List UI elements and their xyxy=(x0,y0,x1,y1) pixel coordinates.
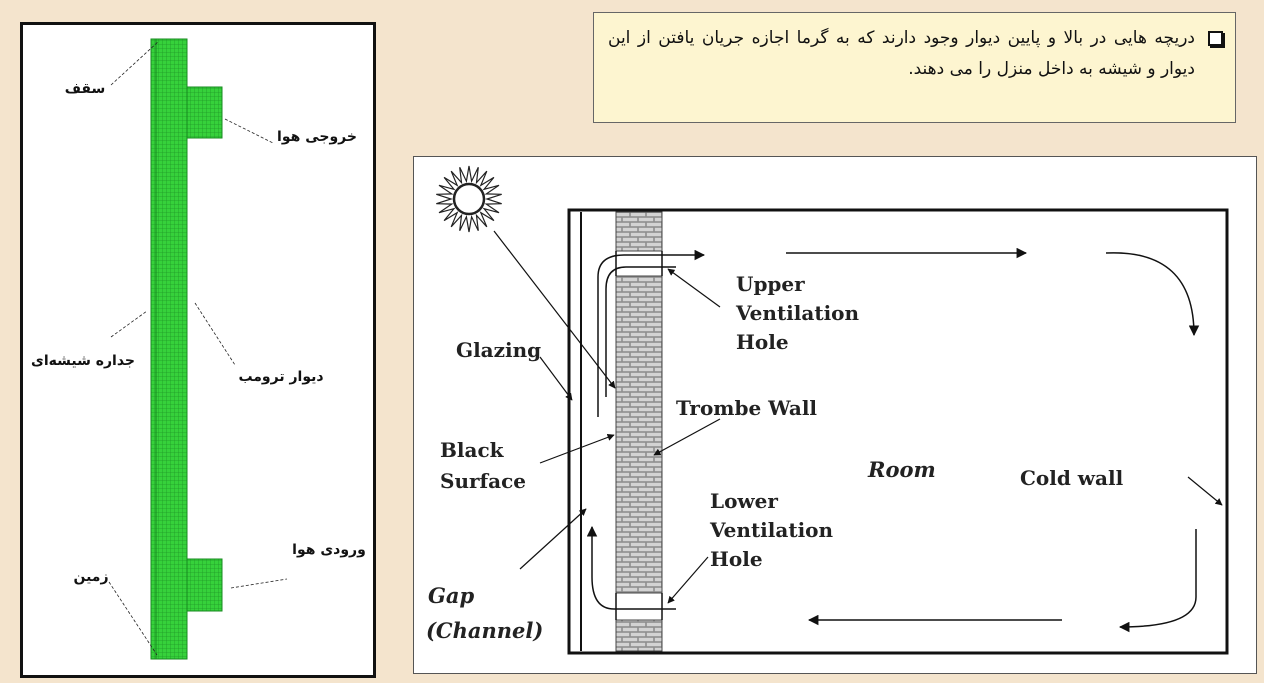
trombe-wall-bottom-segment xyxy=(615,619,663,652)
label-gap-1: Gap xyxy=(428,583,475,608)
label-ground: زمین xyxy=(73,569,108,585)
airflow-arrows xyxy=(586,247,1200,633)
mesh-inlet-block xyxy=(186,558,223,612)
label-black-1: Black xyxy=(440,438,505,462)
leader-lines xyxy=(108,40,288,656)
label-cold-wall: Cold wall xyxy=(1020,466,1124,490)
label-lower-2: Ventilation xyxy=(709,518,834,542)
instruction-note: دریچه هایی در بالا و پایین دیوار وجود دا… xyxy=(593,12,1236,123)
room-outline xyxy=(567,208,1229,655)
mesh-outlet-block xyxy=(186,86,223,139)
label-glass-wall: جداره شیشه‌ای xyxy=(31,353,135,369)
label-trombe-wall: دیوار ترومب xyxy=(238,369,323,385)
label-glazing: Glazing xyxy=(456,338,541,362)
mesh-model-panel: سقف خروجی هوا جداره شیشه‌ای دیوار ترومب … xyxy=(20,22,376,678)
trombe-wall-panel: Upper Ventilation Hole Glazing Trombe Wa… xyxy=(413,156,1257,674)
note-text: دریچه هایی در بالا و پایین دیوار وجود دا… xyxy=(608,28,1195,79)
mesh-column xyxy=(150,38,188,660)
label-upper-3: Hole xyxy=(736,330,789,354)
label-air-inlet: ورودی هوا xyxy=(292,542,366,558)
label-upper-2: Ventilation xyxy=(735,301,860,325)
trombe-wall-main-segment xyxy=(615,275,663,594)
checkbox-bullet-icon xyxy=(1208,31,1223,46)
label-black-2: Surface xyxy=(440,469,526,493)
label-trombe-wall: Trombe Wall xyxy=(676,396,817,420)
pointer-lines xyxy=(493,230,1223,604)
label-ceiling: سقف xyxy=(65,81,106,97)
label-room: Room xyxy=(867,457,936,482)
label-air-outlet: خروجی هوا xyxy=(277,129,357,145)
sun-icon xyxy=(436,165,502,233)
label-gap-2: (Channel) xyxy=(426,618,543,643)
label-lower-1: Lower xyxy=(710,489,778,513)
label-upper-1: Upper xyxy=(736,272,805,296)
label-lower-3: Hole xyxy=(710,547,763,571)
mesh-model-diagram: سقف خروجی هوا جداره شیشه‌ای دیوار ترومب … xyxy=(31,38,366,660)
trombe-wall-diagram: Upper Ventilation Hole Glazing Trombe Wa… xyxy=(426,165,1229,655)
trombe-wall-top-segment xyxy=(615,211,663,252)
